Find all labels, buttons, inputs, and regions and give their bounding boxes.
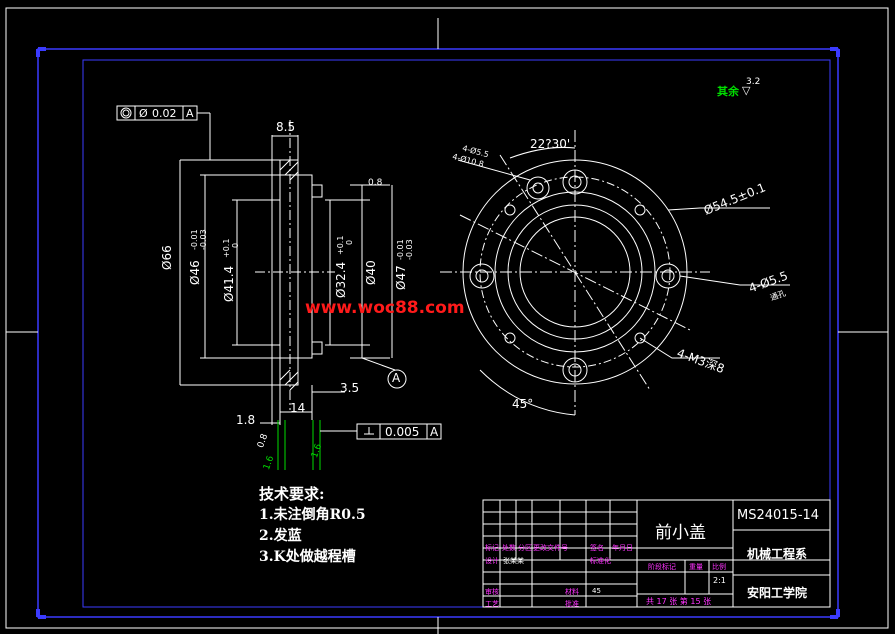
groove — [311, 184, 323, 198]
notes-title: 技术要求: — [259, 485, 325, 503]
border-frame — [82, 59, 831, 608]
runout-datum: A — [186, 107, 194, 120]
center-d1 — [499, 154, 651, 391]
perp-value: 0.005 — [385, 425, 420, 439]
dim-47-tol-lo: -0.03 — [405, 239, 414, 260]
hatch — [279, 159, 299, 391]
center-ticks — [6, 18, 888, 634]
rough-16-text: 1.6 — [262, 454, 277, 472]
perp-datum: A — [430, 425, 439, 439]
dim-32-tol-hi: +0.1 — [336, 235, 345, 255]
outer-frame — [5, 7, 889, 629]
watermark: www.woc88.com — [305, 298, 465, 318]
dim-41-tol-lo: 0 — [231, 242, 240, 248]
drawing-number: MS24015-14 — [737, 508, 820, 523]
hole-d-text: 通孔 — [768, 288, 788, 303]
dim-32-tol-lo: 0 — [345, 239, 354, 245]
dim-46-text: Ø46 — [188, 260, 202, 285]
angle-bottom-text: 45° — [512, 397, 534, 411]
designer-name: 张某某 — [503, 557, 524, 565]
leader-hole — [679, 275, 790, 286]
rough-08b-text: 0.8 — [256, 432, 271, 450]
green-lines — [277, 420, 321, 470]
material-label: 材料 — [565, 588, 579, 596]
sheet-count: 共 17 张 第 15 张 — [646, 597, 712, 606]
row-header-5: 签名 — [590, 544, 604, 552]
extension-lines — [180, 159, 390, 386]
approve-label: 批准 — [565, 600, 579, 608]
note-item-3: 3.K处做越程槽 — [259, 549, 356, 565]
designer-label: 设计 — [485, 557, 499, 565]
runout-value: 0.02 — [152, 107, 177, 120]
dim-41-text: Ø41.4 — [222, 265, 236, 302]
dim-46-tol-lo: -0.03 — [199, 229, 208, 250]
section-view — [179, 120, 396, 425]
rough-16b-text: 1.6 — [310, 442, 325, 460]
dim-46-tol-hi: -0.01 — [190, 229, 199, 250]
row-header-1: 标记 — [485, 544, 499, 552]
dim-bottom — [260, 385, 345, 425]
title-block — [482, 499, 831, 608]
scale-label: 比例 — [712, 563, 726, 571]
check-label: 审核 — [485, 588, 499, 596]
row-header-6: 年月日 — [612, 544, 633, 552]
leader-top — [457, 159, 531, 181]
other-roughness-label: 其余 — [717, 85, 739, 98]
other-roughness-value: 3.2 — [746, 77, 761, 87]
dim-47-text: Ø47 — [394, 265, 408, 290]
pcd-text: Ø54.5±0.1 — [701, 180, 768, 218]
datum-circle — [387, 369, 407, 389]
standard-label: 标准化 — [590, 557, 611, 565]
angle-top-text: 22?30' — [530, 137, 571, 151]
row-header-4: 更改文件号 — [533, 544, 568, 552]
dim-width-top-text: 8.5 — [276, 120, 296, 134]
roughness-symbol-icon: ▽ — [742, 84, 751, 97]
dim-40-text: Ø40 — [364, 260, 378, 285]
process-label: 工艺 — [485, 600, 499, 608]
section-inner — [279, 160, 299, 385]
row-header-3: 分区 — [518, 544, 532, 552]
perp-frame — [320, 423, 442, 440]
weight-label: 重量 — [689, 563, 703, 571]
dim-14-text: 14 — [290, 401, 306, 415]
runout-frame — [116, 105, 211, 160]
thread-holes — [504, 204, 646, 344]
leader-pcd — [667, 207, 770, 211]
dim-32-text: Ø32.4 — [334, 261, 348, 298]
leader-thread — [639, 337, 720, 359]
row-header-2: 处数 — [502, 544, 516, 552]
note-item-2: 2.发蓝 — [259, 528, 302, 544]
department: 机械工程系 — [747, 547, 808, 561]
material-value: 45 — [592, 587, 601, 595]
dim-18-text: 1.8 — [236, 413, 256, 427]
part-name: 前小盖 — [655, 523, 706, 543]
datum-leader — [361, 357, 396, 371]
school: 安阳工学院 — [747, 586, 808, 600]
section-outline — [271, 159, 313, 386]
stage-label: 阶段标记 — [648, 563, 676, 571]
dim-66-text: Ø66 — [160, 245, 174, 270]
thread-text: 4-M3深8 — [674, 345, 727, 377]
dim-47-tol-hi: -0.01 — [396, 239, 405, 260]
groove-bottom — [311, 341, 323, 355]
corner-marker — [36, 47, 840, 619]
datum-label: A — [392, 371, 401, 385]
dim-35-text: 3.5 — [340, 381, 360, 395]
front-view — [440, 130, 790, 416]
dim-width-top — [271, 135, 299, 160]
angle-arc-top — [509, 146, 576, 159]
dim-41-tol-hi: +0.1 — [222, 238, 231, 258]
scale-value: 2:1 — [713, 576, 726, 585]
note-item-1: 1.未注倒角R0.5 — [259, 507, 366, 523]
rough-08-text: 0.8 — [368, 178, 383, 188]
center-d2 — [459, 214, 691, 331]
runout-phi: Ø — [139, 107, 148, 120]
angle-arc-bottom — [479, 369, 576, 416]
